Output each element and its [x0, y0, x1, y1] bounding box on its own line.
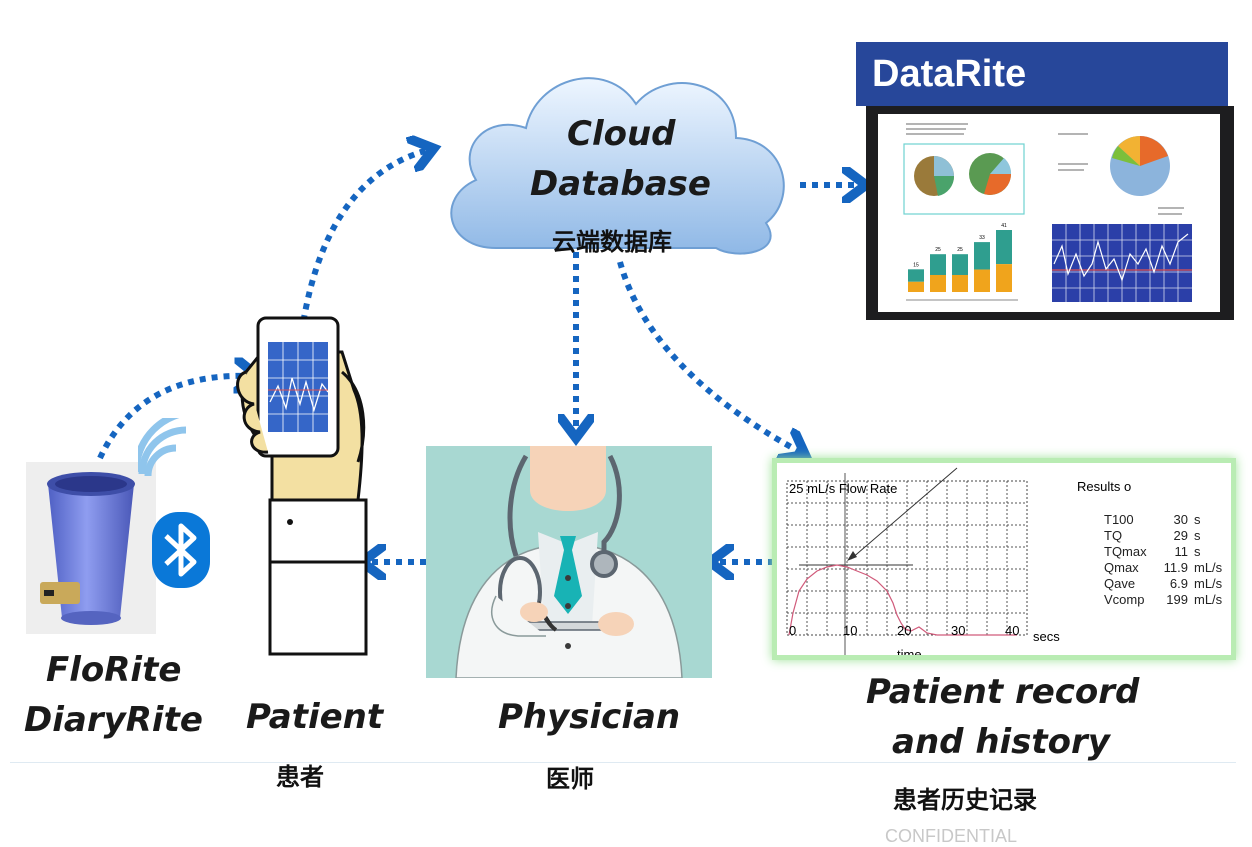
record-label-line1: Patient record: [866, 672, 1140, 712]
dashboard-bar-bottom: [974, 269, 990, 292]
x-tick-label: 10: [843, 623, 857, 638]
result-unit: mL/s: [1194, 592, 1223, 607]
cup-device-icon: [26, 462, 156, 634]
footer-confidential: CONFIDENTIAL: [885, 826, 1018, 846]
result-value: 11.9: [1163, 560, 1188, 575]
result-value: 30: [1173, 512, 1188, 527]
dashboard-bar-label: 33: [979, 235, 985, 241]
bar-chart-group: 15 25 25 33 41: [906, 223, 1018, 301]
bluetooth-icon: [152, 512, 210, 588]
flow-rate-label: 25 mL/s Flow Rate: [789, 481, 897, 496]
result-value: 29: [1173, 528, 1188, 543]
arrow-device-to-phone: [97, 376, 252, 460]
x-tick-label: 0: [789, 623, 796, 638]
physician-label: Physician: [498, 697, 681, 737]
x-tick-label: 40: [1005, 623, 1019, 638]
wireless-signal-icon: [138, 418, 187, 477]
device-label-line2: DiaryRite: [24, 700, 203, 740]
result-unit: s: [1194, 528, 1201, 543]
result-unit: s: [1194, 512, 1201, 527]
dashboard-bar-bottom: [952, 274, 968, 292]
results-title: Results o: [1077, 479, 1131, 494]
result-name: Qave: [1104, 576, 1136, 591]
flow-chart-grid: [787, 481, 1027, 635]
result-unit: mL/s: [1194, 576, 1223, 591]
arrow-phone-to-cloud: [297, 150, 428, 346]
result-value: 199: [1166, 592, 1188, 607]
cloud-title-line1: Cloud: [567, 114, 676, 154]
flow-rate-chart: 25 mL/s Flow Rate 0 10 20 30 40 secs time Re…: [786, 467, 1131, 655]
dashboard-bar-top: [930, 254, 946, 275]
x-tick-label: 30: [951, 623, 965, 638]
dashboard-bar-bottom: [908, 281, 924, 292]
pie-chart-large: [1110, 136, 1170, 196]
result-unit: s: [1194, 544, 1201, 559]
divider-line: [10, 762, 1236, 763]
result-name: Qmax: [1104, 560, 1139, 575]
flow-chart-x-ticks: 0 10 20 30 40: [789, 623, 1019, 638]
arrow-cloud-to-record: [617, 261, 800, 452]
result-value: 6.9: [1169, 576, 1188, 591]
dashboard-bar-top: [952, 254, 968, 275]
dashboard-bar-top: [908, 269, 924, 282]
x-tick-label: 20: [897, 623, 911, 638]
brand-banner: DataRite: [856, 42, 1228, 106]
patient-label: Patient: [246, 697, 384, 737]
cloud-title-line2: Database: [530, 164, 711, 204]
dashboard-bar-bottom: [930, 274, 946, 292]
dashboard-bar-top: [974, 242, 990, 270]
device-label-line1: FloRite: [46, 650, 182, 690]
flow-chart-x-axis-label: time: [897, 647, 922, 655]
dashboard-graphics: 15 25 25 33 41: [903, 123, 1192, 302]
record-label-cn: 患者历史记录: [893, 786, 1037, 814]
result-name: T100: [1104, 512, 1134, 527]
patient-label-cn: 患者: [276, 763, 324, 791]
result-name: TQmax: [1104, 544, 1147, 559]
pie-chart-small-2: [969, 153, 1012, 195]
result-name: Vcomp: [1104, 592, 1145, 607]
flow-chart-x-unit: secs: [1033, 629, 1060, 644]
dashboard-bar-label: 25: [957, 247, 963, 253]
dashboard-bar-top: [996, 230, 1012, 265]
dashboard-bar-label: 41: [1001, 223, 1007, 229]
result-unit: mL/s: [1194, 560, 1223, 575]
dashboard-bar-label: 15: [913, 262, 919, 268]
dashboard-bar-bottom: [996, 264, 1012, 292]
line-chart-panel: [1052, 224, 1192, 302]
flow-curve: [788, 564, 1017, 636]
result-value: 11: [1174, 544, 1189, 559]
result-name: TQ: [1104, 528, 1123, 543]
pie-chart-small-1: [914, 156, 955, 196]
cloud-icon: [450, 77, 785, 255]
physician-icon: [426, 446, 712, 678]
dashboard-bar-label: 25: [935, 247, 941, 253]
record-label-line2: and history: [892, 722, 1110, 762]
patient-phone-hand-icon: [236, 316, 368, 656]
physician-label-cn: 医师: [546, 765, 594, 793]
cloud-subtitle-cn: 云端数据库: [552, 228, 672, 256]
